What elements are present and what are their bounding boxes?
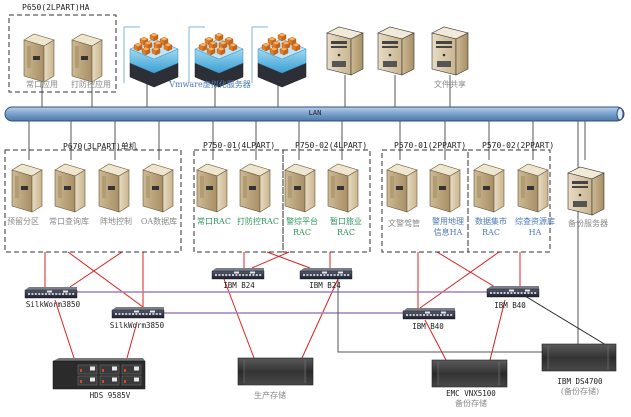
server-label: 综查资源库 <box>515 217 555 226</box>
fc-link <box>301 278 339 359</box>
emc-vnx5100-storage-icon <box>431 359 508 388</box>
switch-label: SilkWorm3850 <box>109 321 165 330</box>
switch-label: IBM B24 <box>309 281 341 290</box>
p570-02-group-title: P570-02(2PPART) <box>482 141 555 150</box>
server-tower-icon <box>327 163 359 213</box>
storage-label: 生产存储 <box>254 391 286 400</box>
lan-bus <box>4 106 625 122</box>
server-tower-icon <box>196 163 228 213</box>
p570-02-group-box <box>467 149 551 253</box>
pc-server-icon <box>326 26 364 76</box>
ibm-b24-switch-icon <box>211 268 265 280</box>
server-label-line2: RAC <box>337 228 355 237</box>
switch-label: SilkWorm3850 <box>25 300 81 309</box>
server-label-line2: RAC <box>482 228 500 237</box>
fc-link <box>436 251 496 288</box>
ibm-b40-switch-icon <box>486 286 540 298</box>
p670-group-title: P670(3LPART)单机 <box>63 142 137 151</box>
server-label: 文警驾管 <box>388 219 420 228</box>
lan-bus-end <box>616 107 624 121</box>
server-tower-icon <box>71 33 103 83</box>
server-label-line2: HA <box>528 228 542 237</box>
vmware-server-icon <box>188 26 244 88</box>
server-label: 常口RAC <box>197 217 231 226</box>
server-label-line2: 信息HA <box>433 228 463 237</box>
server-label: 暂口旅业 <box>330 217 362 226</box>
production-storage-icon <box>237 357 314 386</box>
silkworm-switch-icon <box>111 307 165 319</box>
switch-label: IBM B40 <box>412 322 444 331</box>
server-label: 常口查询库 <box>49 217 89 226</box>
fc-link <box>69 251 123 288</box>
ibm-b40-switch-icon <box>402 308 456 320</box>
storage-label: IBM DS4700 <box>557 377 603 386</box>
fc-link <box>489 299 506 361</box>
ibm-b24-switch-icon <box>299 268 353 280</box>
p570-01-group-title: P570-01(2PPART) <box>394 141 467 150</box>
storage-label: HDS 9585V <box>89 391 131 400</box>
vmware-server-icon <box>251 26 307 88</box>
silkworm-switch-icon <box>24 287 78 299</box>
server-tower-icon <box>98 163 130 213</box>
vmware-label: Vmware虚拟化服务器 <box>169 80 251 89</box>
ibm-ds4700-storage-icon <box>541 343 617 372</box>
pc-server-icon <box>377 26 415 76</box>
backup-server-label: 备份服务器 <box>568 219 608 228</box>
server-label: 警综平台 <box>286 217 318 226</box>
storage-label-line2: (备份存储) <box>560 387 600 396</box>
server-tower-icon <box>429 163 461 213</box>
file-share-label: 文件共享 <box>434 80 466 89</box>
backup-server-icon <box>567 166 605 216</box>
fc-link <box>266 251 311 269</box>
server-label: 数据集市 <box>475 217 507 226</box>
server-label: 打防控应用 <box>71 80 111 89</box>
hds-9585v-storage-icon <box>52 358 146 390</box>
server-tower-icon <box>54 163 86 213</box>
p750-01-group-box <box>193 149 284 253</box>
p750-02-group-title: P750-02(4LPART) <box>295 141 368 150</box>
server-tower-icon <box>386 163 418 213</box>
server-label: 打防控RAC <box>237 217 279 226</box>
storage-label: EMC VNX5100 <box>446 389 496 398</box>
server-tower-icon <box>142 163 174 213</box>
fc-link <box>67 251 144 308</box>
server-tower-icon <box>284 163 316 213</box>
fc-link <box>424 319 447 361</box>
p650-group-title: P650(2LPART)HA <box>22 3 90 12</box>
server-tower-icon <box>517 163 549 213</box>
storage-label-line2: 备份存储 <box>455 399 487 408</box>
switch-label: IBM B24 <box>223 281 255 290</box>
mgmt-link <box>524 295 607 346</box>
server-label-line2: RAC <box>293 228 311 237</box>
p670-group-box <box>4 149 182 253</box>
server-tower-icon <box>23 33 55 83</box>
fc-link <box>419 251 500 309</box>
server-label: 警用地理 <box>432 217 464 226</box>
p750-01-group-title: P750-01(4LPART) <box>203 141 276 150</box>
fc-link <box>126 321 138 359</box>
lan-label: LAN <box>308 109 322 117</box>
fc-link <box>54 299 75 359</box>
pc-server-icon <box>431 26 469 76</box>
switch-label: IBM B40 <box>494 301 526 310</box>
server-label: OA数据库 <box>140 217 178 226</box>
server-tower-icon <box>239 163 271 213</box>
p750-02-group-box <box>282 149 371 253</box>
server-tower-icon <box>11 163 43 213</box>
server-label: 预留分区 <box>7 217 39 226</box>
p650-group-box <box>8 14 117 93</box>
vmware-server-icon <box>123 26 179 88</box>
server-tower-icon <box>473 163 505 213</box>
server-label: 阵地控制 <box>100 217 132 226</box>
fc-link <box>251 251 290 269</box>
fc-link <box>223 278 255 359</box>
server-label: 常口应用 <box>26 80 58 89</box>
